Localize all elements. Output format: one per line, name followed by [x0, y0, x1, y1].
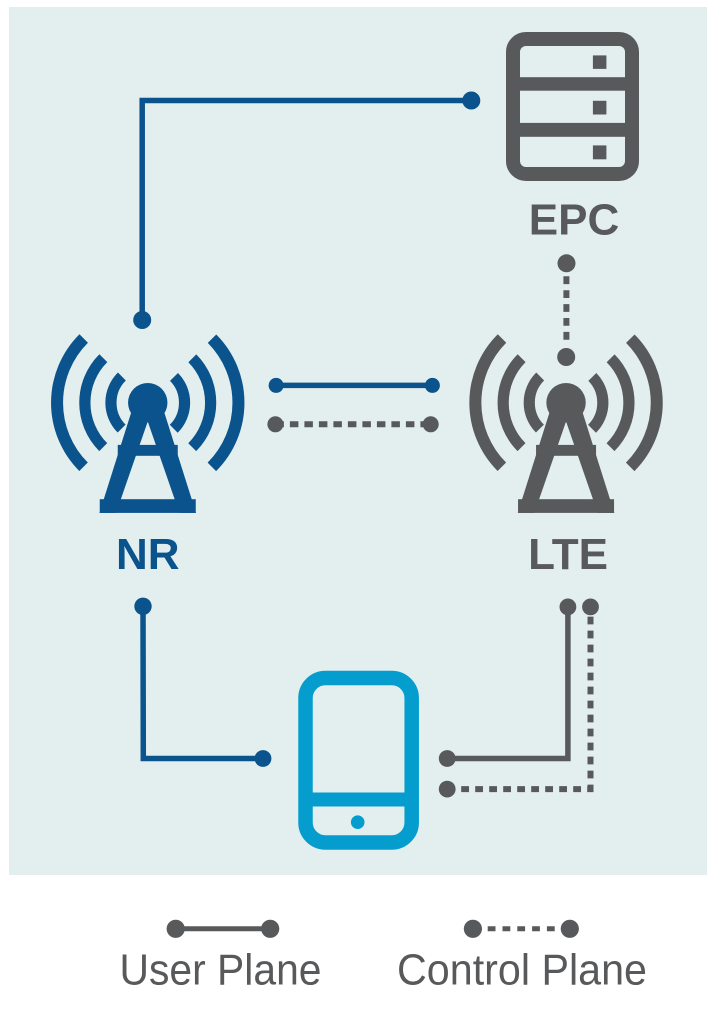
- svg-text:LTE: LTE: [528, 530, 608, 579]
- svg-text:Control Plane: Control Plane: [397, 947, 647, 995]
- svg-text:EPC: EPC: [529, 196, 619, 245]
- svg-text:User Plane: User Plane: [120, 947, 322, 995]
- svg-text:NR: NR: [116, 530, 180, 579]
